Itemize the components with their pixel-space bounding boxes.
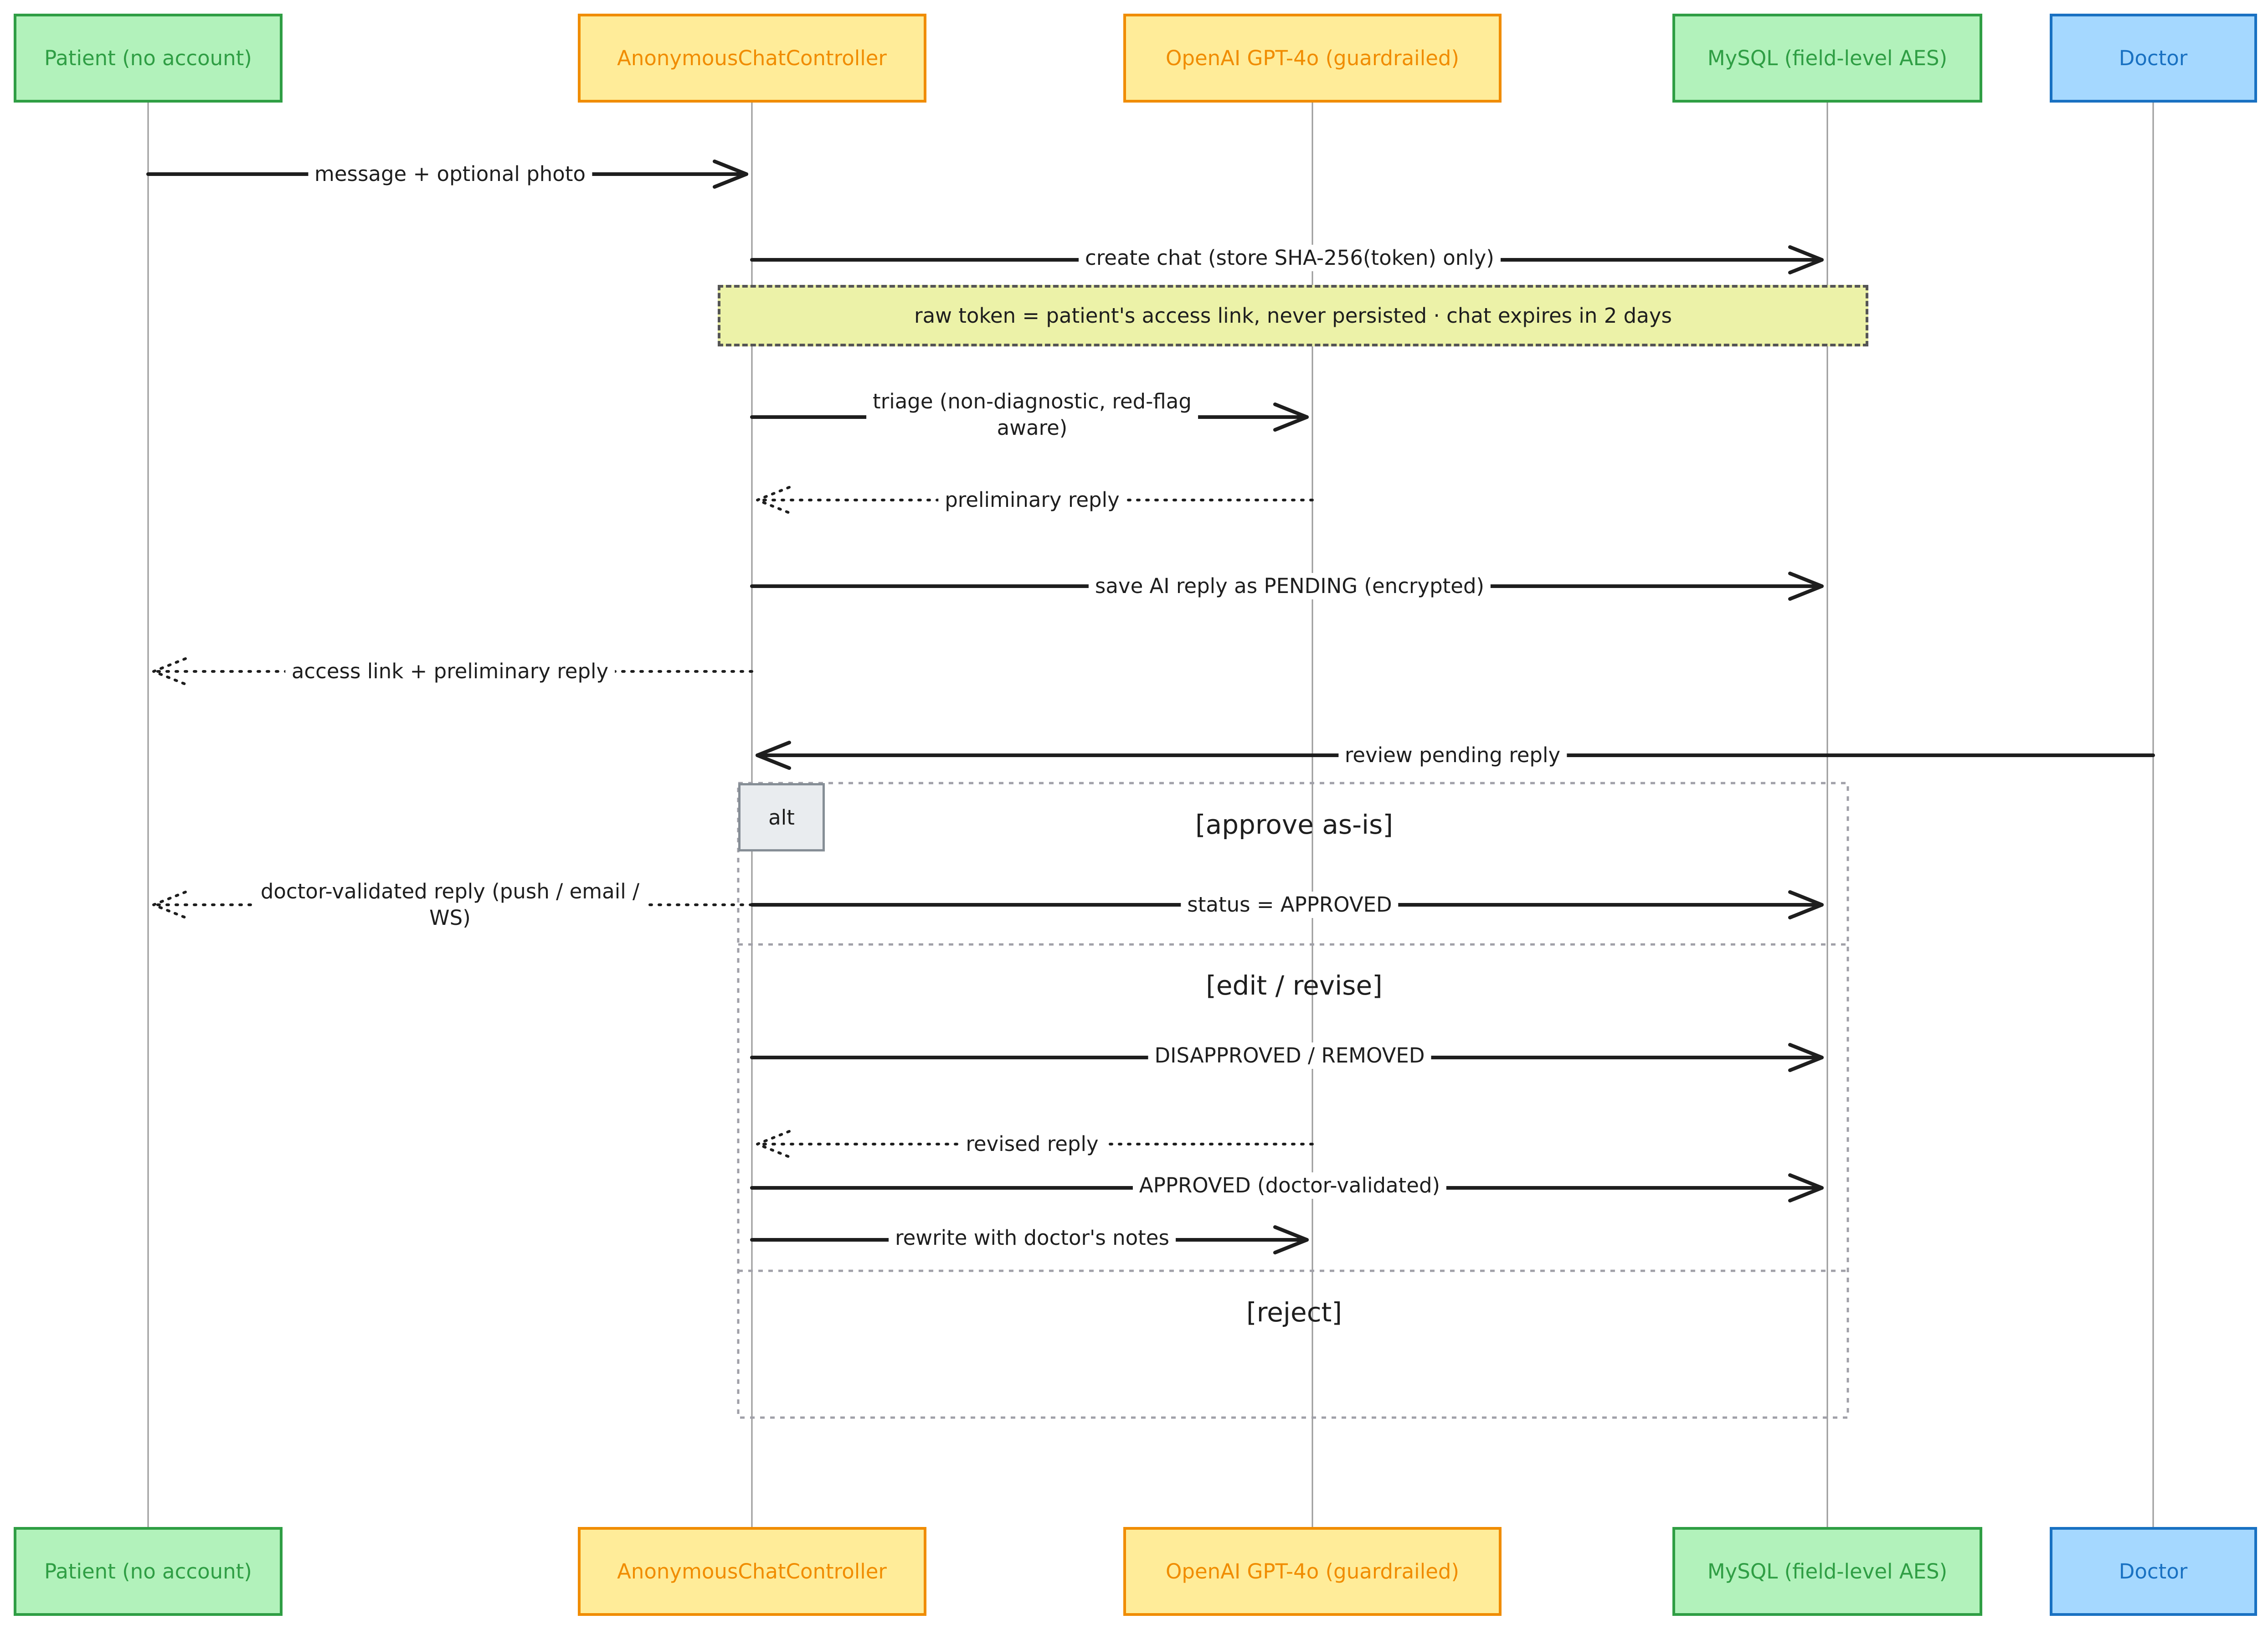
- message-label-7: review pending reply: [1338, 742, 1567, 769]
- participant-patient-bottom: Patient (no account): [14, 1527, 283, 1616]
- message-label-8: doctor-validated reply (push / email / W…: [254, 878, 646, 931]
- participant-controller-bottom: AnonymousChatController: [577, 1527, 926, 1616]
- participant-openai-top: OpenAI GPT-4o (guardrailed): [1123, 14, 1502, 103]
- arrowhead: [713, 160, 748, 189]
- participant-mysql-bottom: MySQL (field-level AES): [1672, 1527, 1982, 1616]
- message-label-9: status = APPROVED: [1181, 892, 1399, 918]
- message-label-4: preliminary reply: [938, 487, 1126, 513]
- alt-condition-reject: [reject]: [1246, 1297, 1342, 1328]
- arrowhead: [1788, 1173, 1824, 1202]
- participant-doctor-bottom: Doctor: [2049, 1527, 2257, 1616]
- message-8: [152, 891, 753, 919]
- note-token: raw token = patient's access link, never…: [718, 285, 1868, 346]
- message-label-10: DISAPPROVED / REMOVED: [1148, 1042, 1431, 1069]
- message-label-2: create chat (store SHA-256(token) only): [1079, 245, 1501, 271]
- arrowhead: [756, 486, 791, 514]
- participant-patient-top: Patient (no account): [14, 14, 283, 103]
- message-label-3: triage (non-diagnostic, red-flag aware): [866, 388, 1198, 441]
- participant-doctor-top: Doctor: [2049, 14, 2257, 103]
- message-label-5: save AI reply as PENDING (encrypted): [1088, 573, 1491, 599]
- message-label-12: APPROVED (doctor-validated): [1132, 1172, 1447, 1199]
- message-6: [152, 657, 753, 686]
- arrowhead: [1788, 245, 1824, 274]
- arrowhead: [1788, 890, 1824, 919]
- participant-openai-bottom: OpenAI GPT-4o (guardrailed): [1123, 1527, 1502, 1616]
- arrowhead: [756, 741, 791, 770]
- message-label-6: access link + preliminary reply: [285, 658, 615, 685]
- alt-condition-edit-revise: [edit / revise]: [1206, 970, 1383, 1001]
- arrowhead: [152, 657, 187, 686]
- arrowhead: [1273, 1225, 1309, 1254]
- arrowhead: [1788, 572, 1824, 601]
- message-label-1: message + optional photo: [308, 161, 592, 187]
- participant-mysql-top: MySQL (field-level AES): [1672, 14, 1982, 103]
- alt-frame: [737, 782, 1849, 1419]
- message-4: [756, 486, 1314, 514]
- alt-condition-approve-as-is: [approve as-is]: [1195, 809, 1393, 840]
- alt-label: alt: [738, 783, 825, 851]
- message-11: [756, 1130, 1314, 1158]
- arrowhead: [1273, 402, 1309, 432]
- message-label-11: revised reply: [959, 1131, 1105, 1157]
- arrowhead: [1788, 1043, 1824, 1072]
- participant-controller-top: AnonymousChatController: [577, 14, 926, 103]
- arrowhead: [756, 1130, 791, 1158]
- arrowhead: [152, 891, 187, 919]
- message-label-13: rewrite with doctor's notes: [889, 1225, 1176, 1251]
